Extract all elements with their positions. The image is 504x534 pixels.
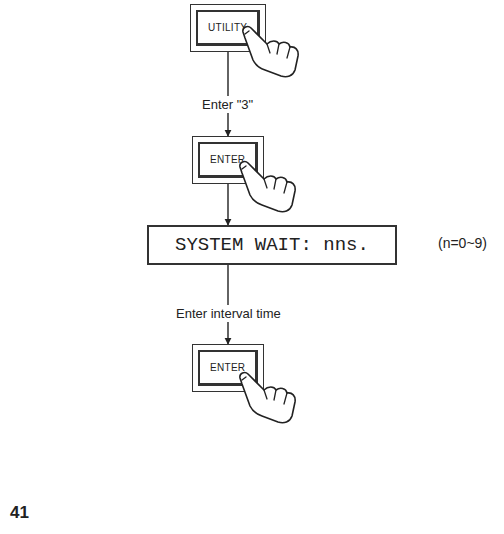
key-label: SYSTEM WAIT: nns.	[175, 234, 369, 256]
flow-arrow	[227, 184, 228, 225]
range-note: (n=0~9)	[438, 235, 487, 251]
flow-arrow	[227, 52, 228, 136]
display-readout: SYSTEM WAIT: nns.	[147, 225, 397, 265]
utility-key: UTILITY	[190, 4, 266, 52]
page-number: 41	[10, 503, 29, 523]
step-instruction: Enter interval time	[173, 305, 284, 322]
enter-key: ENTER	[192, 344, 264, 392]
pointing-hand	[240, 162, 295, 212]
key-label: UTILITY	[196, 10, 260, 46]
pointing-hand	[240, 373, 295, 423]
enter-key: ENTER	[192, 136, 264, 184]
step-instruction: Enter "3"	[199, 96, 256, 113]
key-label: ENTER	[198, 350, 258, 386]
key-label: ENTER	[198, 142, 258, 178]
